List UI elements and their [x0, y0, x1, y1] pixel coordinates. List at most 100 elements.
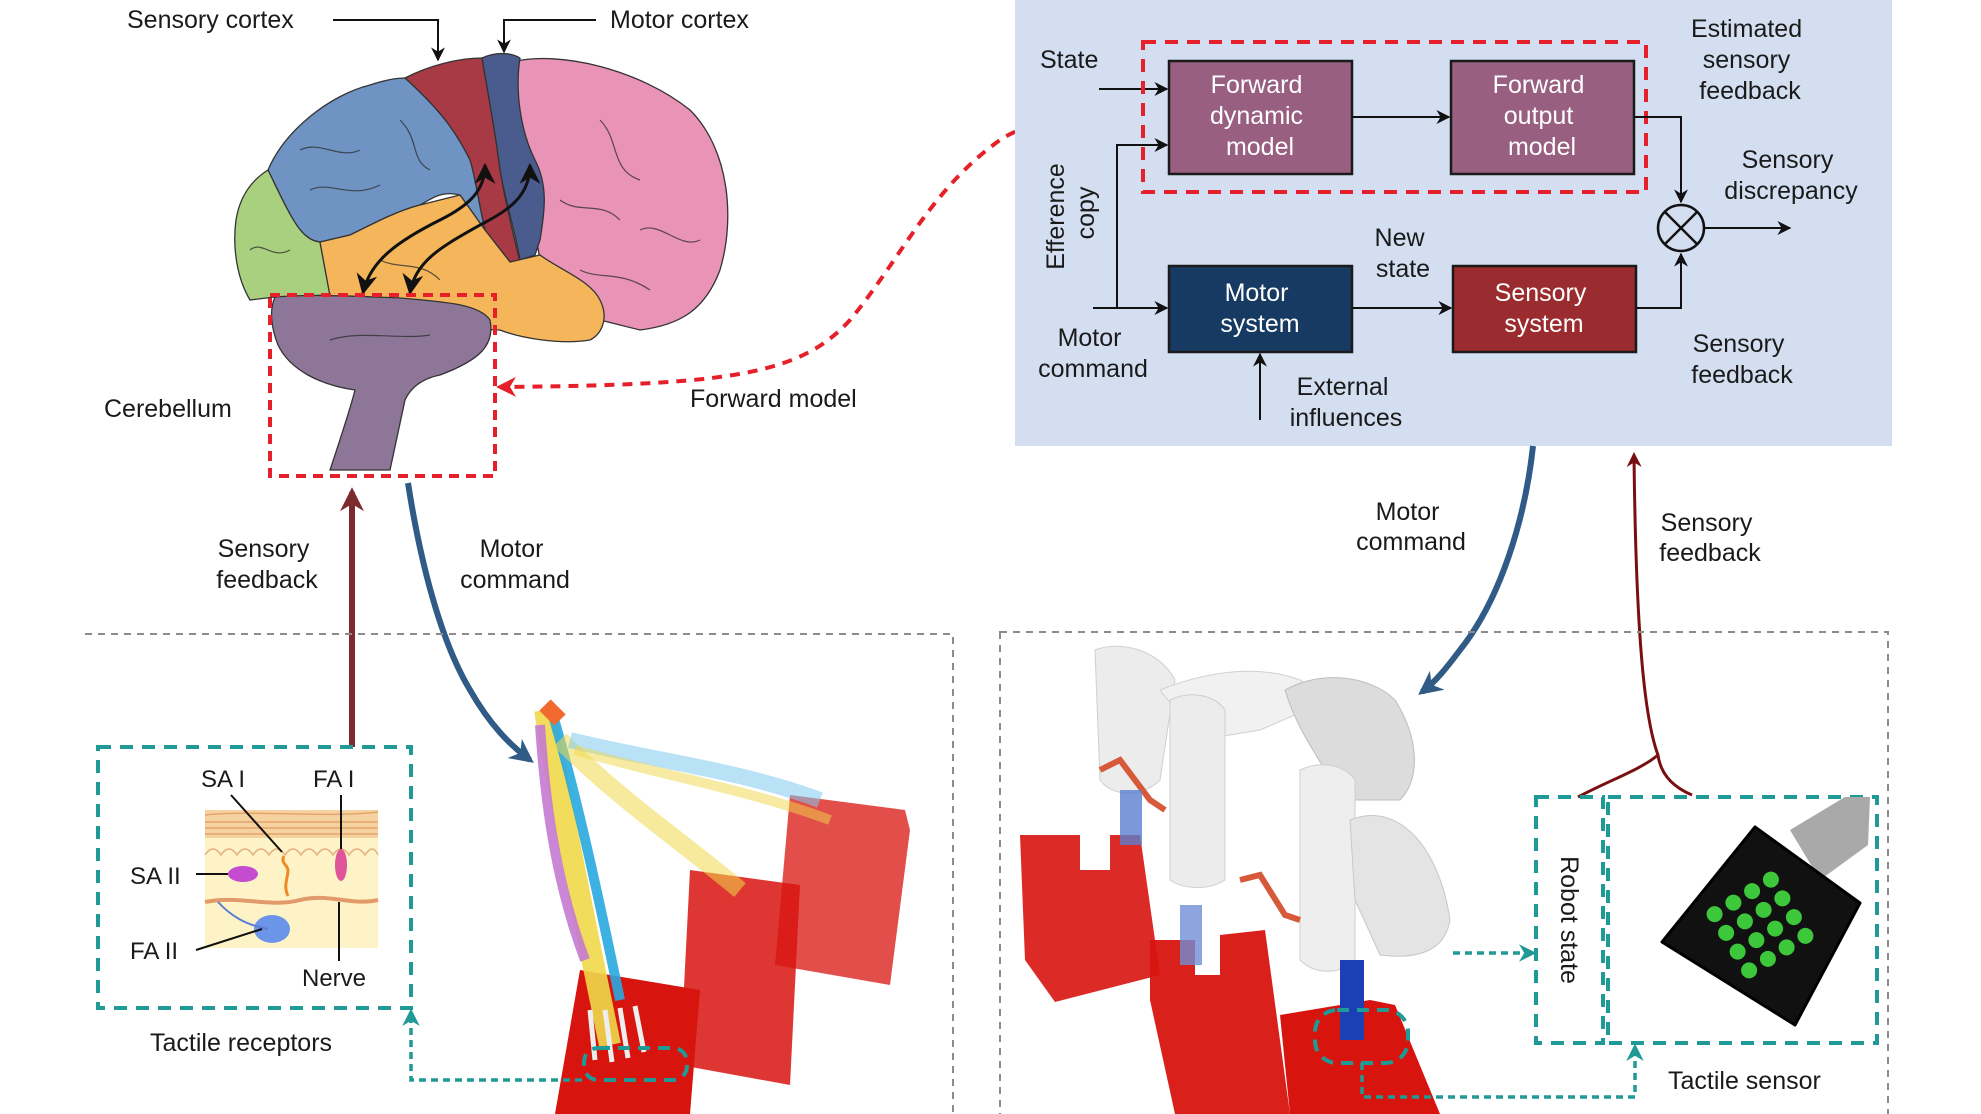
sensor-taxel — [1736, 913, 1753, 930]
state-label: State — [1040, 46, 1098, 74]
robot-motor-command-label: Motor command — [1356, 498, 1466, 556]
cerebellum-label: Cerebellum — [104, 395, 232, 423]
sensor-taxel — [1706, 906, 1723, 923]
arm-pose-3 — [568, 732, 823, 808]
fingertip-contact-highlight — [582, 1046, 689, 1082]
object-red-middle — [680, 870, 800, 1085]
forward-output-model-line-1: Forward — [1493, 71, 1585, 99]
sensory-feedback-to-comparator-arrow — [1636, 252, 1688, 309]
estimate-to-comparator-arrow — [1634, 116, 1688, 204]
fa2-label: FA II — [130, 938, 178, 965]
sensory-discrepancy-line-2: discrepancy — [1724, 177, 1858, 205]
sensor-taxel — [1759, 950, 1776, 967]
sensor-pad-body — [1660, 825, 1862, 1027]
block-sensory-feedback-line-2: feedback — [1691, 361, 1793, 389]
sensor-taxel — [1729, 943, 1746, 960]
brain-frontal-lobe — [509, 57, 729, 331]
tactile-receptors-box — [96, 745, 413, 1010]
sa2-receptor — [228, 866, 258, 882]
arm-pose-2 — [553, 733, 746, 897]
sa2-label: SA II — [130, 863, 181, 890]
robot-region — [999, 631, 1889, 1114]
sensory-system-line-1: Sensory — [1495, 279, 1587, 307]
hand-illustration — [534, 699, 910, 1114]
sa1-label: SA I — [201, 766, 245, 793]
fa2-leader — [195, 928, 263, 951]
sensor-taxel — [1762, 871, 1779, 888]
human-sensory-feedback-line-1: Sensory — [218, 535, 310, 563]
sensor-taxel — [1767, 920, 1784, 937]
sensor-taxel — [1748, 932, 1765, 949]
sensory-cortex-leader — [333, 19, 445, 62]
robot-motor-command-line-2: command — [1356, 528, 1466, 556]
sensor-taxel — [1755, 901, 1772, 918]
new-state-label: New state — [1375, 224, 1432, 283]
sensor-taxel — [1797, 927, 1814, 944]
sensory-discrepancy-label: Sensory discrepancy — [1724, 146, 1858, 205]
motor-cortex-label: Motor cortex — [610, 6, 749, 34]
fa1-label: FA I — [313, 766, 354, 793]
robot-sensory-feedback-line-2: feedback — [1659, 539, 1761, 567]
brain-pathway-arrow-2 — [402, 162, 541, 296]
sensor-taxel — [1741, 962, 1758, 979]
sensor-ribbon-cable — [1790, 797, 1870, 880]
block-sensory-feedback-label: Sensory feedback — [1691, 330, 1793, 389]
forward-dynamic-model-line-2: dynamic — [1210, 102, 1303, 130]
sensor-taxel — [1718, 924, 1735, 941]
external-influences-line-1: External — [1297, 373, 1389, 401]
svg-text:Forward dynamic mo: Forward dynamic model — [1210, 71, 1310, 161]
sensor-taxel — [1725, 894, 1742, 911]
brain-illustration — [234, 52, 729, 471]
robot-state-label: Robot state — [1555, 856, 1583, 984]
arm-pose-1 — [534, 708, 621, 1048]
human-motor-command-arrow — [405, 482, 534, 763]
motor-cortex-leader — [497, 19, 596, 54]
robot-sensory-feedback-line-1: Sensory — [1661, 509, 1753, 537]
forward-model-label: Forward model — [690, 385, 857, 413]
estimated-sensory-feedback-line-2: sensory — [1703, 46, 1791, 74]
efference-copy-line-2: copy — [1072, 186, 1100, 239]
forward-output-model-block: Forward output model — [1449, 59, 1636, 176]
block-sensory-feedback-line-1: Sensory — [1693, 330, 1785, 358]
motor-command-input-line-2: command — [1038, 355, 1148, 383]
robot-sensory-feedback-arrow — [1626, 452, 1693, 797]
gripper-to-sensor-link — [1360, 1043, 1644, 1099]
svg-text:Forward output mod: Forward output model — [1493, 71, 1592, 161]
sa1-receptor — [281, 855, 290, 897]
motor-system-line-1: Motor — [1225, 279, 1289, 307]
tactile-receptors-label: Tactile receptors — [150, 1029, 332, 1057]
efference-copy-label: Efference copy — [1042, 156, 1100, 270]
sensor-taxel — [1774, 890, 1791, 907]
human-hand-region — [85, 633, 954, 1114]
efference-copy-line-1: Efference — [1042, 163, 1070, 270]
motor-system-block: Motor system — [1167, 264, 1354, 354]
motor-system-line-2: system — [1220, 310, 1299, 338]
sensory-system-block: Sensory system — [1451, 264, 1638, 354]
object-red-robot-3 — [1280, 1000, 1440, 1114]
sa1-leader — [230, 794, 283, 853]
motor-command-input-label: Motor command — [1038, 324, 1148, 383]
efference-copy-arrow — [1116, 138, 1169, 308]
fa1-receptor — [335, 849, 347, 881]
robot-arm-illustration — [1020, 645, 1451, 1114]
estimated-sensory-feedback-line-1: Estimated — [1691, 15, 1802, 43]
fa2-receptor — [254, 915, 290, 943]
object-red-robot-2 — [1150, 930, 1290, 1114]
human-sensory-feedback-label: Sensory feedback — [216, 535, 318, 594]
external-influences-line-2: influences — [1290, 404, 1403, 432]
human-motor-command-line-2: command — [460, 566, 570, 594]
human-motor-command-line-1: Motor — [480, 535, 544, 563]
forward-dynamic-model-block: Forward dynamic model — [1167, 59, 1354, 176]
sensor-taxel-grid — [1706, 871, 1814, 979]
skin-cross-section — [204, 810, 379, 948]
object-red-robot-1 — [1020, 835, 1160, 1002]
sensory-discrepancy-line-1: Sensory — [1742, 146, 1834, 174]
tactile-sensor-label: Tactile sensor — [1668, 1067, 1821, 1095]
forward-dynamic-model-line-1: Forward — [1211, 71, 1303, 99]
brain-cerebellum — [270, 294, 492, 471]
brain-occipital-lobe — [234, 169, 331, 301]
human-motor-command-label: Motor command — [460, 535, 570, 594]
forward-output-model-line-2: output — [1504, 102, 1574, 130]
robot-motor-command-arrow — [1418, 445, 1536, 695]
sensor-taxel — [1744, 883, 1761, 900]
